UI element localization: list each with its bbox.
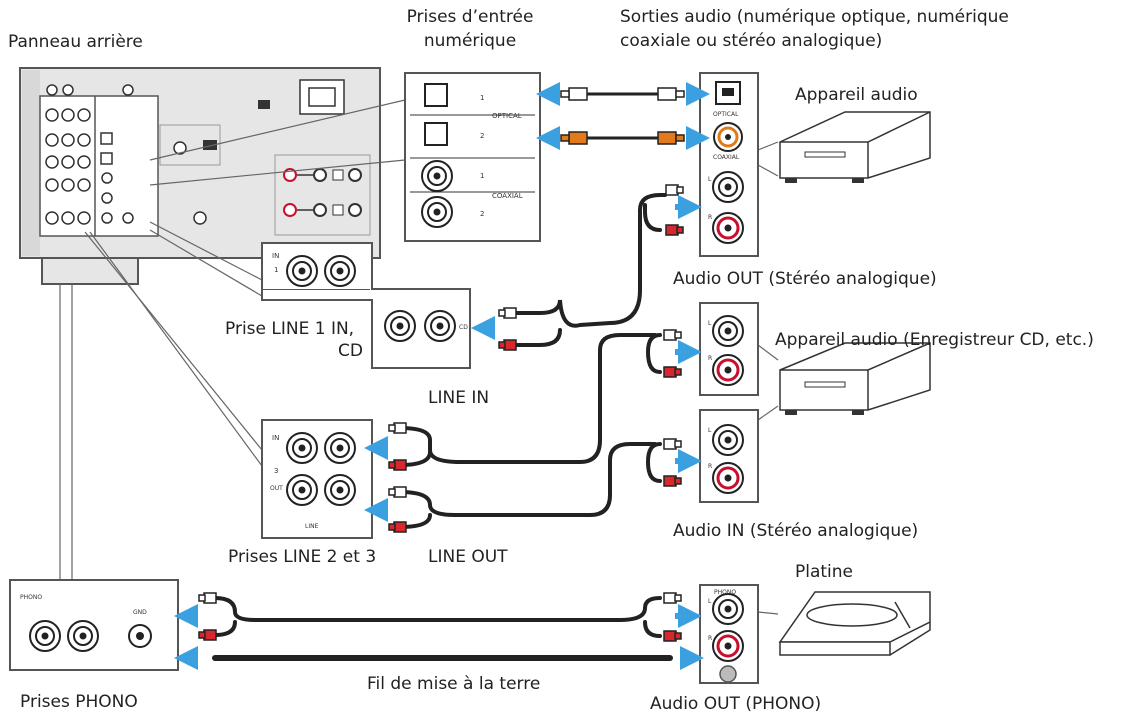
device-r-label-1: R [708, 214, 712, 221]
line-out-label: LINE OUT [428, 547, 508, 567]
line1-jack-label-line2: CD [338, 341, 363, 361]
device-r-label-2: R [708, 355, 712, 362]
turntable-jack-l [712, 593, 744, 625]
optical-jack-2 [424, 122, 448, 146]
line1-in-jack-r [324, 255, 356, 287]
device-out-jack-r [711, 211, 745, 245]
digital-num-1b: 1 [480, 172, 484, 180]
digital-num-2b: 2 [480, 210, 484, 218]
line-out-jack-l [286, 474, 318, 506]
optical-label: OPTICAL [492, 112, 522, 120]
recorder-out-jack-l [712, 315, 744, 347]
line-out-label: OUT [270, 485, 283, 492]
device-l-label-2: L [708, 320, 712, 327]
line3-in-jack-r [324, 432, 356, 464]
panel-jack-grid [45, 84, 134, 225]
source-output-strip: OPTICAL COAXIAL L R [699, 72, 759, 257]
coaxial-label: COAXIAL [492, 192, 523, 200]
turntable-label: Platine [795, 562, 854, 582]
phono-label: PHONO [20, 594, 42, 601]
rear-panel [19, 67, 381, 285]
device-coaxial-label: COAXIAL [713, 154, 740, 161]
phono-jack-r [67, 620, 99, 652]
line3-in-label: IN [272, 434, 279, 442]
turntable-phono-label: PHONO [714, 589, 736, 596]
phono-gnd-label: GND [133, 609, 147, 616]
line23-jacks-label: Prises LINE 2 et 3 [228, 547, 377, 567]
audio-outputs-label-line2: coaxiale ou stéréo analogique) [620, 31, 883, 51]
audio-out-stereo-label: Audio OUT (Stéréo analogique) [673, 269, 937, 289]
cd-label: CD [459, 324, 468, 331]
line23-panel: IN 3 OUT LINE [261, 419, 373, 539]
audio-device-label: Appareil audio [795, 85, 918, 105]
recorder-out-jack-r [711, 353, 745, 387]
cd-recorder-icon [779, 342, 931, 415]
device-l-label-1: L [708, 176, 712, 183]
line1-cd-panel: IN 1 CD [261, 242, 471, 369]
digital-input-panel: 1 2 1 2 OPTICAL COAXIAL [404, 72, 541, 242]
phono-panel: PHONO GND [9, 579, 179, 671]
audio-outputs-label-line1: Sorties audio (numérique optique, numéri… [620, 7, 1009, 27]
cd-jack-r [424, 310, 456, 342]
phono-jacks-label: Prises PHONO [20, 692, 138, 712]
line-group-label: LINE [305, 523, 319, 530]
line1-in-label: IN [272, 252, 279, 260]
device-r-label-3: R [708, 463, 712, 470]
line1-jack-label-line1: Prise LINE 1 IN, [225, 319, 355, 339]
digital-num-2a: 2 [480, 132, 484, 140]
rear-panel-label: Panneau arrière [8, 32, 143, 52]
turntable-output-strip: PHONO L R [699, 584, 759, 684]
recorder-device-label: Appareil audio (Enregistreur CD, etc.) [775, 330, 1094, 350]
flow-arrows [174, 82, 710, 670]
digital-input-label-line2: numérique [423, 31, 517, 51]
digital-num-1a: 1 [480, 94, 484, 102]
recorder-in-jack-r [711, 461, 745, 495]
line3-in-jack-l [286, 432, 318, 464]
cables [212, 92, 673, 661]
plugs [198, 87, 685, 642]
device-r-label-4: R [708, 635, 712, 642]
coaxial-jack-2 [421, 196, 453, 228]
coaxial-jack-1 [421, 160, 453, 192]
phono-jack-l [29, 620, 61, 652]
recorder-in-jack-l [712, 424, 744, 456]
cd-jack-l [384, 310, 416, 342]
turntable-icon [778, 591, 931, 656]
turntable-gnd-terminal [719, 665, 737, 683]
device-out-jack-l [712, 171, 744, 203]
device-l-label-3: L [708, 427, 712, 434]
line-in-label: LINE IN [428, 388, 490, 408]
recorder-input-strip: L R [699, 302, 759, 396]
cd-player-icon [779, 111, 931, 183]
digital-input-label-line1: Prises d’entrée [406, 7, 534, 27]
ground-wire-label: Fil de mise à la terre [367, 674, 541, 694]
audio-in-stereo-label: Audio IN (Stéréo analogique) [673, 521, 919, 541]
line1-num-label: 1 [274, 266, 278, 274]
turntable-jack-r [711, 629, 745, 663]
line1-in-jack-l [286, 255, 318, 287]
line3-num-label: 3 [274, 467, 278, 475]
optical-jack-1 [424, 83, 448, 107]
device-l-label-4: L [708, 598, 712, 605]
line-out-jack-r [324, 474, 356, 506]
recorder-output-strip: L R [699, 409, 759, 503]
callout-lines [59, 99, 779, 615]
audio-out-phono-label: Audio OUT (PHONO) [650, 694, 822, 714]
device-optical-label: OPTICAL [713, 111, 739, 118]
